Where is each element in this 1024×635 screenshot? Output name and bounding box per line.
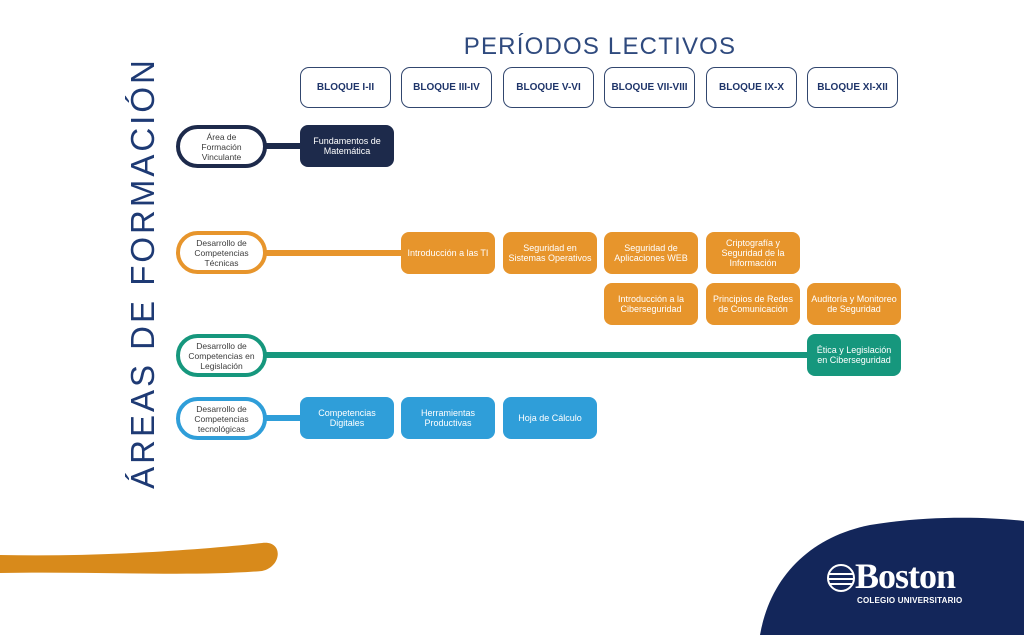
course-etica-legislacion: Ética y Legislación en Ciberseguridad [807,334,901,376]
areas-vertical-title: ÁREAS DE FORMACIÓN [124,57,161,489]
orange-swoosh-decoration [0,542,278,574]
course-auditoria-monitoreo: Auditoría y Monitoreo de Seguridad [807,283,901,325]
bloque-7-8: BLOQUE VII-VIII [604,67,695,108]
course-seguridad-sistemas-operativos: Seguridad en Sistemas Operativos [503,232,597,274]
bloque-1-2: BLOQUE I-II [300,67,391,108]
area-tecnicas: Desarrollo de Competencias Técnicas [176,231,267,274]
course-seguridad-aplicaciones-web: Seguridad de Aplicaciones WEB [604,232,698,274]
course-hoja-calculo: Hoja de Cálculo [503,397,597,439]
vinculante-connector [264,143,304,149]
course-criptografia: Criptografía y Seguridad de la Informaci… [706,232,800,274]
bloque-11-12: BLOQUE XI-XII [807,67,898,108]
bloque-9-10: BLOQUE IX-X [706,67,797,108]
tecnicas-connector [264,250,404,256]
course-fundamentos-matematica: Fundamentos de Matemática [300,125,394,167]
boston-globe-icon [827,564,855,592]
logo-name: Boston [855,556,956,596]
logo-background-shape [760,517,1024,635]
legislacion-connector [264,352,810,358]
course-herramientas-productivas: Herramientas Productivas [401,397,495,439]
course-principios-redes: Principios de Redes de Comunicación [706,283,800,325]
tecnologicas-connector [264,415,304,421]
course-introduccion-ciberseguridad: Introducción a la Ciberseguridad [604,283,698,325]
bloque-5-6: BLOQUE V-VI [503,67,594,108]
area-tecnologicas: Desarrollo de Competencias tecnológicas [176,397,267,440]
course-introduccion-ti: Introducción a las TI [401,232,495,274]
bloque-3-4: BLOQUE III-IV [401,67,492,108]
area-legislacion: Desarrollo de Competencias en Legislació… [176,334,267,377]
periodos-header: PERÍODOS LECTIVOS [463,33,737,60]
logo-subtitle: COLEGIO UNIVERSITARIO [857,596,963,605]
area-vinculante: Área de Formación Vinculante [176,125,267,168]
course-competencias-digitales: Competencias Digitales [300,397,394,439]
